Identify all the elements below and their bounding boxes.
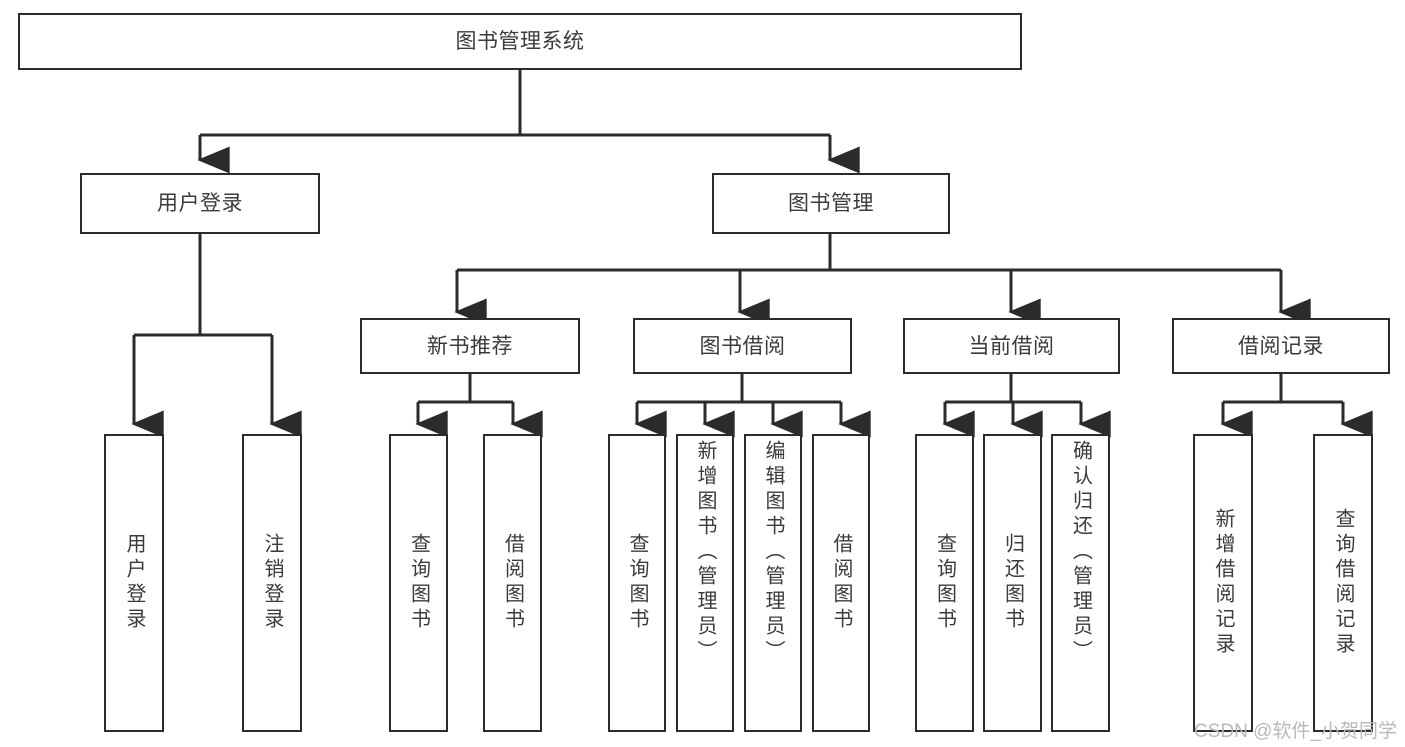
node-book-borrow[interactable]: 图书借阅 — [633, 318, 852, 374]
node-leaf-borrow-book-2-label: 借阅图书 — [830, 533, 852, 633]
node-leaf-query-record-label: 查询借阅记录 — [1332, 508, 1354, 658]
node-current-borrow[interactable]: 当前借阅 — [903, 318, 1120, 374]
node-leaf-query-book-3[interactable]: 查询图书 — [915, 434, 974, 732]
node-leaf-add-record-label: 新增借阅记录 — [1212, 508, 1234, 658]
node-leaf-query-book-1-label: 查询图书 — [407, 533, 430, 633]
node-leaf-edit-book[interactable]: 编辑图书（管理员） — [744, 434, 802, 732]
node-leaf-borrow-book-1-label: 借阅图书 — [501, 533, 524, 633]
node-leaf-user-login-label: 用户登录 — [123, 533, 145, 633]
node-leaf-query-book-2-label: 查询图书 — [626, 533, 648, 633]
node-leaf-return-book[interactable]: 归还图书 — [983, 434, 1042, 732]
node-new-book-recommend[interactable]: 新书推荐 — [360, 318, 580, 374]
node-borrow-record[interactable]: 借阅记录 — [1172, 318, 1390, 374]
node-leaf-add-book[interactable]: 新增图书（管理员） — [676, 434, 734, 732]
node-leaf-add-book-label: 新增图书（管理员） — [694, 440, 716, 665]
node-new-book-recommend-label: 新书推荐 — [427, 334, 513, 358]
node-current-borrow-label: 当前借阅 — [968, 334, 1055, 358]
node-leaf-borrow-book-2[interactable]: 借阅图书 — [812, 434, 870, 732]
watermark: CSDN @软件_小贺同学 — [1194, 721, 1397, 742]
node-leaf-user-login[interactable]: 用户登录 — [104, 434, 164, 732]
node-root-label: 图书管理系统 — [455, 30, 585, 53]
node-book-manage[interactable]: 图书管理 — [712, 173, 950, 234]
node-user-login-label: 用户登录 — [157, 192, 243, 215]
node-leaf-add-record[interactable]: 新增借阅记录 — [1193, 434, 1253, 732]
node-leaf-query-book-1[interactable]: 查询图书 — [389, 434, 448, 732]
node-leaf-confirm-return-label: 确认归还（管理员） — [1069, 440, 1092, 665]
node-user-login[interactable]: 用户登录 — [80, 173, 320, 234]
node-leaf-return-book-label: 归还图书 — [1001, 533, 1024, 633]
node-leaf-query-book-2[interactable]: 查询图书 — [608, 434, 666, 732]
node-borrow-record-label: 借阅记录 — [1238, 334, 1324, 358]
node-leaf-edit-book-label: 编辑图书（管理员） — [762, 440, 784, 665]
node-root[interactable]: 图书管理系统 — [18, 13, 1022, 70]
node-leaf-borrow-book-1[interactable]: 借阅图书 — [483, 434, 542, 732]
node-book-manage-label: 图书管理 — [788, 192, 874, 215]
node-leaf-user-logout[interactable]: 注销登录 — [242, 434, 302, 732]
node-leaf-query-record[interactable]: 查询借阅记录 — [1313, 434, 1373, 732]
node-leaf-query-book-3-label: 查询图书 — [933, 533, 956, 633]
node-book-borrow-label: 图书借阅 — [699, 334, 786, 358]
node-leaf-user-logout-label: 注销登录 — [261, 533, 283, 633]
node-leaf-confirm-return[interactable]: 确认归还（管理员） — [1051, 434, 1110, 732]
